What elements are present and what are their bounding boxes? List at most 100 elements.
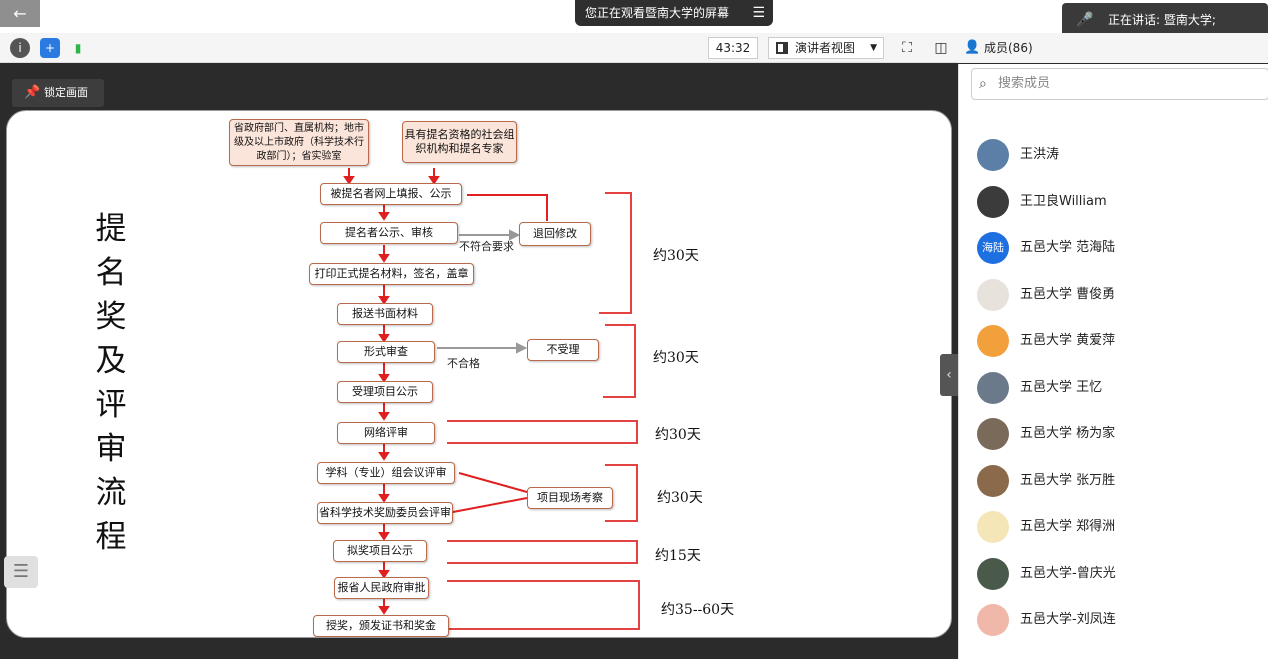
duration-label: 约35--60天	[661, 602, 735, 618]
avatar	[977, 604, 1009, 636]
step-box: 被提名者网上填报、公示	[320, 183, 462, 205]
title-char: 奖	[95, 299, 127, 335]
member-item[interactable]: 五邑大学 杨为家	[959, 411, 1268, 457]
member-item[interactable]: 王洪涛	[959, 132, 1268, 178]
step-box: 省科学技术奖励委员会评审	[317, 502, 453, 524]
member-name: 五邑大学 曹俊勇	[1020, 286, 1116, 302]
view-mode-dropdown[interactable]: 演讲者视图 ▼	[768, 37, 884, 59]
member-name: 五邑大学 郑得洲	[1020, 519, 1116, 534]
flowchart-connectors	[343, 168, 640, 630]
title-char: 审	[95, 431, 127, 467]
member-item[interactable]: 五邑大学 郑得洲	[959, 504, 1268, 550]
avatar	[977, 185, 1009, 218]
member-name: 五邑大学 范海陆	[1020, 240, 1116, 255]
avatar	[977, 139, 1009, 171]
member-name: 王洪涛	[1020, 147, 1060, 162]
step-box: 形式审查	[337, 341, 435, 363]
members-count: 成员(86)	[984, 41, 1033, 55]
speaking-text: 正在讲话: 暨南大学;	[1108, 13, 1216, 27]
member-item[interactable]: 五邑大学 王忆	[959, 365, 1268, 411]
member-item[interactable]: 五邑大学-刘凤连	[959, 597, 1268, 643]
step-box: 打印正式提名材料，签名，盖章	[309, 263, 474, 285]
step-box: 报送书面材料	[337, 303, 433, 325]
fullscreen-icon[interactable]: ⛶	[902, 40, 912, 56]
duration-label: 约15天	[655, 548, 701, 564]
lock-view-label: 锁定画面	[44, 86, 88, 99]
pin-icon: 📌	[24, 85, 41, 100]
search-icon: ⌕	[979, 76, 987, 92]
step-box: 网络评审	[337, 422, 435, 444]
lock-view-tooltip[interactable]: 📌 锁定画面	[12, 79, 104, 107]
member-item[interactable]: 五邑大学 黄爱萍	[959, 318, 1268, 364]
avatar	[977, 511, 1009, 543]
members-header[interactable]: 👤 成员(86)	[958, 33, 1268, 63]
menu-icon[interactable]: ☰	[752, 5, 765, 21]
member-name: 王卫良William	[1020, 193, 1107, 209]
avatar	[977, 371, 1009, 404]
member-name: 五邑大学 王忆	[1020, 379, 1103, 395]
person-icon: 👤	[964, 40, 981, 55]
step-box: 授奖，颁发证书和奖金	[313, 615, 449, 637]
step-box: 学科（专业）组会议评审	[317, 462, 455, 484]
member-name: 五邑大学 张万胜	[1020, 472, 1116, 488]
meeting-timer: 43:32	[708, 37, 758, 59]
avatar	[977, 325, 1009, 357]
title-char: 评	[95, 387, 127, 423]
member-search-input[interactable]: ⌕ 搜索成员	[971, 68, 1268, 100]
presenter-view-icon	[776, 42, 788, 54]
source-box-organizations: 具有提名资格的社会组织机构和提名专家	[402, 121, 517, 163]
step-box: 拟奖项目公示	[333, 540, 427, 562]
list-menu-button[interactable]: ☰	[4, 556, 38, 588]
step-box: 提名者公示、审核	[320, 222, 458, 244]
member-item[interactable]: 五邑大学-曾庆光	[959, 551, 1268, 597]
shield-icon[interactable]: +	[40, 38, 60, 58]
avatar	[977, 278, 1009, 311]
chevron-down-icon: ▼	[870, 43, 877, 53]
member-name: 五邑大学 杨为家	[1020, 426, 1116, 441]
member-item[interactable]: 五邑大学 曹俊勇	[959, 272, 1268, 318]
flow-note: 不合格	[447, 357, 480, 370]
side-box: 项目现场考察	[527, 487, 613, 509]
title-char: 程	[95, 519, 127, 555]
collapse-sidebar-handle[interactable]: ‹	[940, 354, 958, 396]
top-bar: ← 您正在观看暨南大学的屏幕 ☰	[0, 0, 1268, 33]
step-box: 受理项目公示	[337, 381, 433, 403]
source-box-government: 省政府部门、直属机构；地市级及以上市政府（科学技术行政部门）；省实验室	[229, 119, 369, 166]
search-placeholder: 搜索成员	[998, 76, 1051, 91]
flow-note: 不符合要求	[459, 240, 514, 253]
step-box: 报省人民政府审批	[334, 577, 429, 599]
duration-label: 约30天	[653, 248, 699, 264]
avatar	[977, 464, 1009, 497]
sidebar-toggle-icon[interactable]: ◫	[934, 40, 948, 56]
members-panel: ⌕ 搜索成员 王洪涛王卫良William 海陆五邑大学 范海陆五邑大学 曹俊勇五邑…	[958, 64, 1268, 659]
member-name: 五邑大学 黄爱萍	[1020, 333, 1116, 348]
shared-slide: 提 名 奖 及 评 审 流 程	[6, 110, 952, 638]
member-name: 五邑大学-曾庆光	[1020, 565, 1116, 581]
avatar	[977, 557, 1009, 590]
member-item[interactable]: 王卫良William	[959, 179, 1268, 225]
back-button[interactable]: ←	[0, 0, 40, 27]
slide-title: 提 名 奖 及 评 审 流 程	[91, 207, 131, 559]
share-banner-text: 您正在观看暨南大学的屏幕	[585, 6, 730, 20]
member-name: 五邑大学-刘凤连	[1020, 612, 1116, 627]
signal-icon[interactable]: ▮	[74, 41, 82, 55]
member-item[interactable]: 海陆五邑大学 范海陆	[959, 225, 1268, 271]
chevron-left-icon: ‹	[946, 367, 952, 383]
meeting-toolbar: i + ▮ 43:32 演讲者视图 ▼ ⛶ ◫	[0, 33, 958, 63]
share-banner[interactable]: 您正在观看暨南大学的屏幕 ☰	[575, 0, 773, 26]
side-box: 不受理	[527, 339, 599, 361]
speaking-indicator: 🎤 正在讲话: 暨南大学;	[1062, 3, 1268, 37]
member-item[interactable]: 五邑大学 张万胜	[959, 458, 1268, 504]
info-icon[interactable]: i	[10, 38, 30, 58]
title-char: 及	[95, 343, 127, 379]
arrow-left-icon: ←	[13, 4, 27, 23]
duration-label: 约30天	[653, 350, 699, 366]
duration-label: 约30天	[657, 490, 703, 506]
mic-muted-icon: 🎤	[1076, 12, 1094, 28]
avatar	[977, 418, 1009, 450]
list-icon: ☰	[12, 561, 30, 582]
title-char: 提	[95, 211, 127, 247]
duration-label: 约30天	[655, 427, 701, 443]
side-box: 退回修改	[519, 222, 591, 246]
title-char: 流	[95, 475, 127, 511]
